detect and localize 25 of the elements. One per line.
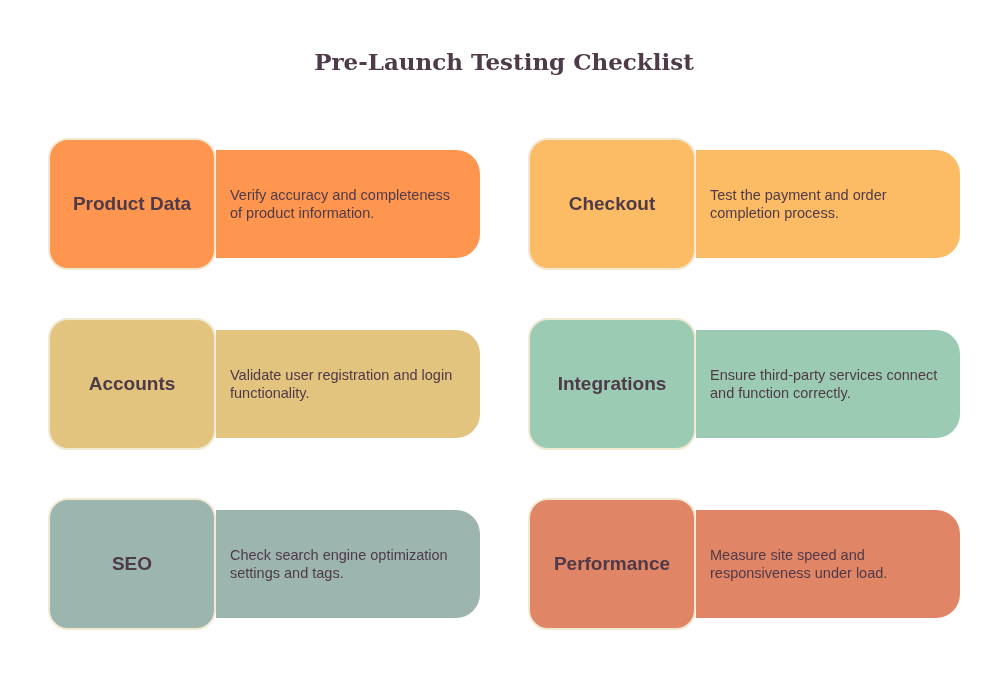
card-description: Check search engine optimization settings and tags. <box>230 546 449 582</box>
card-description: Test the payment and order completion process. <box>710 186 888 222</box>
card-heading: Checkout <box>568 193 656 215</box>
card-description: Verify accuracy and completeness of product information. <box>230 186 452 222</box>
heading-card <box>528 498 696 630</box>
heading-card <box>48 318 216 450</box>
heading-card <box>528 318 696 450</box>
card-heading: SEO <box>111 553 153 575</box>
heading-card <box>48 498 216 630</box>
description-card <box>696 330 960 438</box>
heading-card <box>528 138 696 270</box>
heading-card <box>48 138 216 270</box>
card-heading: Product Data <box>72 193 192 215</box>
card-description: Measure site speed and responsiveness under load. <box>710 546 889 582</box>
card-heading: Accounts <box>88 373 176 395</box>
description-card <box>216 510 480 618</box>
card-description: Validate user registration and login functionality. <box>230 366 454 402</box>
title: Pre-Launch Testing Checklist <box>313 48 695 75</box>
description-card <box>696 150 960 258</box>
description-card <box>696 510 960 618</box>
card-heading: Performance <box>553 553 671 575</box>
card-description: Ensure third-party services connect and function correctly. <box>710 366 939 402</box>
description-card <box>216 330 480 438</box>
description-card <box>216 150 480 258</box>
card-heading: Integrations <box>557 373 667 395</box>
